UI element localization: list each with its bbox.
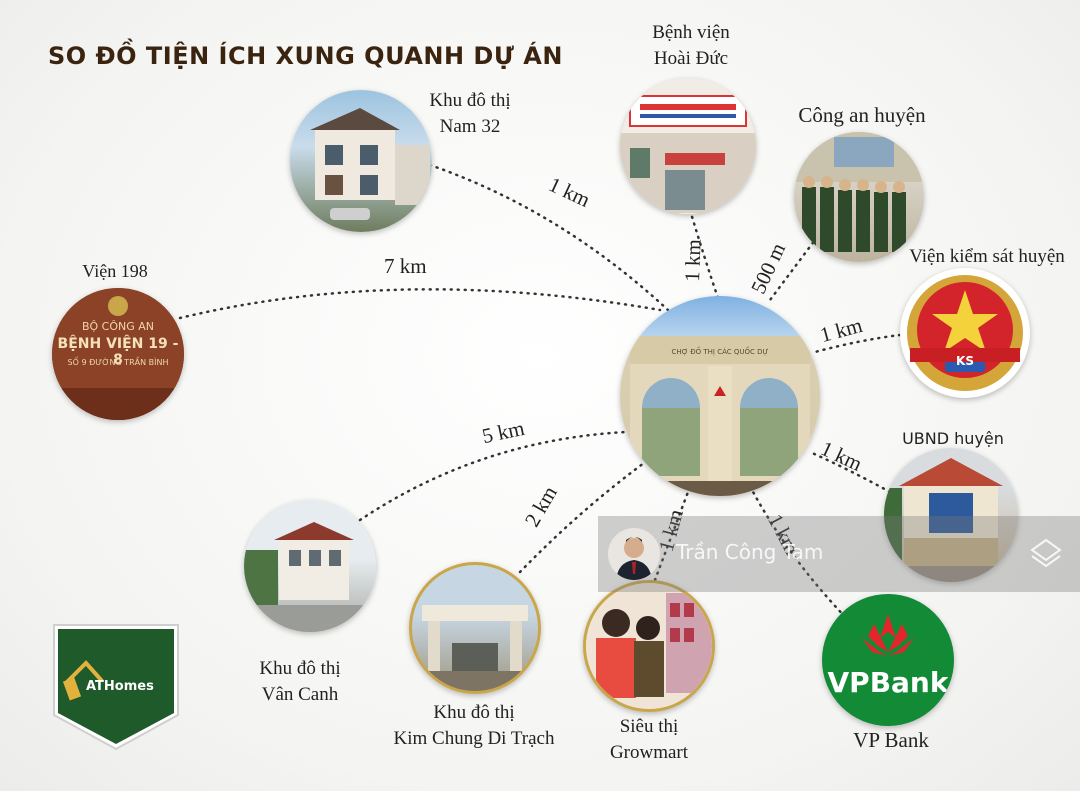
police-image	[794, 132, 924, 262]
nam32-image	[290, 90, 432, 232]
growmart-image	[583, 580, 715, 712]
van-canh-image	[244, 500, 376, 632]
emblem-icon	[907, 275, 1023, 391]
label-vpbank: VP Bank	[853, 728, 929, 752]
hospital-building	[620, 78, 756, 214]
watermark-avatar	[608, 528, 660, 580]
supermarket-scene	[586, 583, 712, 709]
procuracy-emblem: KS	[900, 268, 1030, 398]
police-officers	[794, 132, 924, 252]
line-ubnd	[808, 450, 892, 494]
vpbank-text: VPBank	[827, 666, 949, 699]
kim-chung-image	[409, 562, 541, 694]
distance-hoai-duc: 1 km	[680, 238, 706, 283]
line-nam32	[428, 163, 670, 312]
layers-icon	[1030, 538, 1062, 568]
label-hoai-duc: Bệnh viện Hoài Đức	[652, 22, 730, 69]
label-vien198: Viện 198	[82, 261, 148, 281]
label-growmart: Siêu thị Growmart	[609, 716, 689, 763]
line-kim-chung	[518, 458, 650, 574]
vien198-sign-top: BỘ CÔNG AN	[81, 320, 155, 333]
page-title: SO ĐỒ TIỆN ÍCH XUNG QUANH DỰ ÁN	[48, 42, 563, 70]
label-cong-an: Công an huyện	[798, 103, 926, 127]
person-avatar-icon	[616, 537, 652, 580]
distance-vien198: 7 km	[384, 254, 427, 278]
line-vpbank	[750, 488, 852, 624]
gate-sign-text: CHỢ ĐỒ THỊ CÁC QUỐC DỰ	[671, 348, 769, 356]
hoai-duc-hospital-image	[620, 78, 756, 214]
gate-arches	[620, 336, 820, 496]
vpbank-flower-icon	[862, 614, 914, 656]
vien198-sign-main: BỆNH VIỆN 19 - 8	[57, 336, 179, 368]
project-gate-image: CHỢ ĐỒ THỊ CÁC QUỐC DỰ	[620, 296, 820, 496]
label-nam32: Khu đô thị Nam 32	[429, 90, 511, 137]
line-vien198	[178, 288, 662, 320]
line-kiem-sat	[813, 333, 902, 354]
hospital-sign	[52, 288, 184, 420]
villa-illustration	[310, 108, 430, 220]
logo-shield-icon	[53, 624, 179, 751]
logo-text: ATHomes	[86, 679, 154, 694]
line-bv-hoai-duc	[688, 208, 720, 300]
vien198-sign-sub: SỐ 9 ĐƯỜNG TRẦN BÌNH	[67, 358, 169, 367]
label-kim-chung: Khu đô thị Kim Chung Di Trạch	[393, 702, 555, 749]
athomes-logo: ATHomes	[52, 623, 180, 751]
watermark-bar	[598, 516, 1080, 592]
label-kiem-sat: Viện kiểm sát huyện	[909, 246, 1065, 267]
line-van-canh	[358, 430, 628, 522]
label-van-canh: Khu đô thị Vân Canh	[259, 658, 341, 705]
villas-illustration	[244, 522, 376, 632]
line-growmart	[653, 490, 690, 582]
vpbank-logo: VPBank	[822, 594, 954, 726]
emblem-ks-text: KS	[956, 354, 974, 368]
line-cong-an	[768, 218, 832, 302]
vien198-image: BỘ CÔNG AN BỆNH VIỆN 19 - 8 SỐ 9 ĐƯỜNG T…	[52, 288, 184, 420]
urban-gate	[412, 605, 538, 691]
label-ubnd: UBND huyện	[902, 429, 1004, 448]
watermark-name: Trần Công Tam	[676, 540, 824, 564]
